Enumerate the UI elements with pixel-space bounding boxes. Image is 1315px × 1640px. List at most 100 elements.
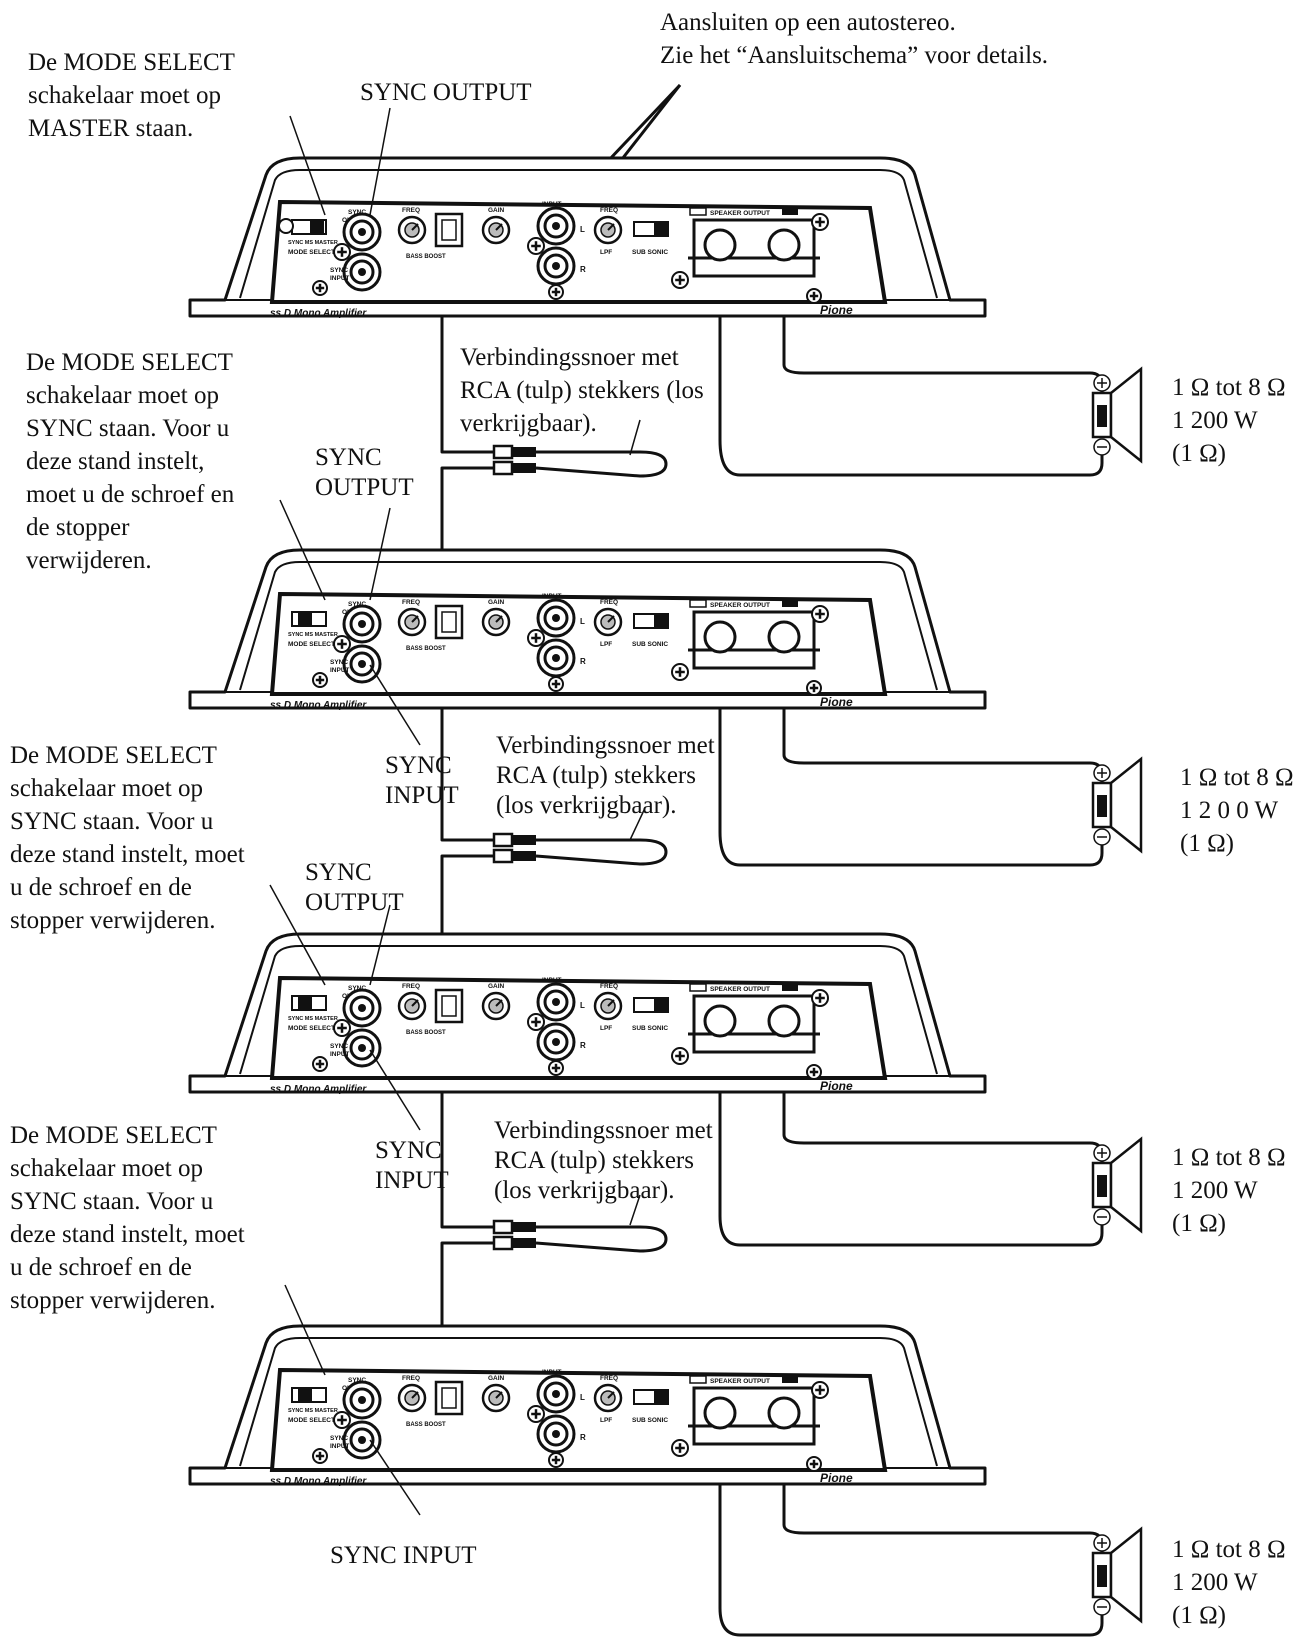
panel-sync-output-label: SYNC — [348, 1377, 366, 1384]
amplifier-body-ridge — [239, 1337, 938, 1467]
panel-sub-sonic-label: SUB SONIC — [632, 1025, 668, 1032]
sub-sonic-slider — [654, 614, 668, 628]
speaker-spec-line: 1 200 W — [1172, 407, 1258, 434]
rca-plug-grip — [512, 1238, 536, 1248]
mode-select-screw-icon — [278, 218, 294, 234]
sync-output-jack-pin — [358, 620, 366, 628]
panel-sync-input-label: SYNC — [330, 1043, 348, 1050]
slave-mode-note-line: schakelaar moet op — [26, 382, 219, 409]
sync-input-jack-pin — [358, 1436, 366, 1444]
speaker-spec-line: 1 200 W — [1172, 1177, 1258, 1204]
speaker-minus-icon — [689, 599, 707, 608]
speaker-spec-line: (1 Ω) — [1172, 1602, 1226, 1629]
panel-sync-output-label: SYNC — [348, 209, 366, 216]
rca-cable-loop — [535, 1225, 668, 1253]
slave-mode-note-line: schakelaar moet op — [10, 775, 203, 802]
lpf-knob-pointer — [607, 999, 615, 1007]
gain-knob-pointer — [495, 223, 503, 231]
input-jack-right-pin — [552, 1430, 560, 1438]
panel-freq-label: FREQ — [402, 983, 420, 990]
sync-output-label: SYNC OUTPUT — [360, 79, 532, 106]
panel-lpf-label: LPF — [600, 1025, 612, 1032]
speaker-spec-line: 1 200 W — [1172, 1569, 1258, 1596]
sync-output-jack-pin — [358, 228, 366, 236]
input-jack-right-pin — [552, 654, 560, 662]
panel-input-label: INPUT — [542, 1369, 562, 1376]
panel-gain-label: GAIN — [488, 983, 505, 990]
amplifier-model-label: ss D Mono Amplifier — [270, 1476, 367, 1487]
rca-plug-top — [480, 1219, 536, 1235]
mode-select-positions-label: SYNC MS MASTER — [288, 1016, 338, 1022]
leader-master-mode-select — [289, 115, 326, 216]
panel-left-label: L — [580, 1001, 585, 1010]
panel-lpf-freq-label: FREQ — [600, 599, 618, 606]
bass-boost-selector-inner — [441, 995, 457, 1017]
head-unit-note-line: Aansluiten op een autostereo. — [660, 9, 956, 36]
panel-input-label: INPUT — [542, 977, 562, 984]
rca-plug-body — [492, 832, 514, 848]
speaker-terminal-minus — [703, 620, 737, 654]
panel-sub-sonic-label: SUB SONIC — [632, 641, 668, 648]
panel-bass-boost-label: BASS BOOST — [406, 1422, 446, 1428]
speaker-spec-line: 1 2 0 0 W — [1180, 797, 1279, 824]
lpf-knob-pointer — [607, 615, 615, 623]
panel-gain-label: GAIN — [488, 207, 505, 214]
sync-input-jack-pin — [358, 268, 366, 276]
cable-note-line: RCA (tulp) stekkers — [496, 762, 696, 789]
mode-select-slider — [298, 996, 312, 1010]
panel-sync-input-label: INPUT — [330, 1051, 350, 1058]
sync-output-label-line: SYNC — [315, 444, 382, 471]
speaker-wire-minus — [718, 637, 1104, 867]
speaker-terminal-plus — [767, 1004, 801, 1038]
panel-right-label: R — [580, 265, 586, 274]
amplifier-model-label: ss D Mono Amplifier — [270, 308, 367, 319]
speaker-wire-minus — [718, 245, 1104, 477]
speaker-minus-icon — [689, 207, 707, 216]
speaker-spec-line: (1 Ω) — [1172, 1210, 1226, 1237]
speaker-coil — [1097, 405, 1107, 427]
brand-logo: Pione — [820, 303, 853, 317]
speaker-spec-line: (1 Ω) — [1172, 440, 1226, 467]
panel-lpf-label: LPF — [600, 1417, 612, 1424]
input-jack-right-pin — [552, 262, 560, 270]
speaker-spec-line: 1 Ω tot 8 Ω — [1172, 1536, 1286, 1563]
rca-plug-top — [480, 832, 536, 848]
brand-logo: Pione — [820, 1471, 853, 1485]
speaker-wire-minus — [718, 1021, 1104, 1247]
speaker-cone-icon — [1109, 1136, 1143, 1234]
speaker-spec-line: 1 Ω tot 8 Ω — [1172, 1144, 1286, 1171]
rca-plug-body — [492, 460, 514, 476]
amplifier-body-ridge — [239, 169, 938, 299]
mode-select-positions-label: SYNC MS MASTER — [288, 240, 338, 246]
panel-left-label: L — [580, 1393, 585, 1402]
panel-input-label: INPUT — [542, 593, 562, 600]
speaker-coil — [1097, 1565, 1107, 1587]
sync-output-label-line: SYNC — [305, 859, 372, 886]
panel-sync-output-label: SYNC — [348, 601, 366, 608]
sub-sonic-slider — [654, 998, 668, 1012]
wires-layer — [380, 83, 1104, 1637]
master-mode-note-line: De MODE SELECT — [28, 49, 235, 76]
slave-mode-note-line: deze stand instelt, moet — [10, 841, 245, 868]
speaker-spec-line: 1 Ω tot 8 Ω — [1172, 374, 1286, 401]
speaker-coil — [1097, 1175, 1107, 1197]
amplifier-model-label: ss D Mono Amplifier — [270, 700, 367, 711]
rca-plug-grip — [512, 447, 536, 457]
panel-freq-label: FREQ — [402, 599, 420, 606]
input-jack-left-pin — [552, 614, 560, 622]
slave-mode-note-line: verwijderen. — [26, 547, 152, 574]
leader-sync-output — [369, 904, 391, 986]
sync-input-label: SYNC INPUT — [330, 1542, 477, 1569]
slave-mode-note-line: SYNC staan. Voor u — [10, 1188, 214, 1215]
speaker-plus-icon — [782, 984, 798, 991]
speakers-layer — [1091, 366, 1143, 1624]
speaker-3 — [1091, 1136, 1143, 1234]
sync-output-jack-pin — [358, 1396, 366, 1404]
panel-sync-input-label: INPUT — [330, 275, 350, 282]
speaker-wire-minus — [718, 1413, 1104, 1637]
leader-sync-input — [369, 1049, 421, 1131]
cable-note-line: Verbindingssnoer met — [496, 732, 715, 759]
